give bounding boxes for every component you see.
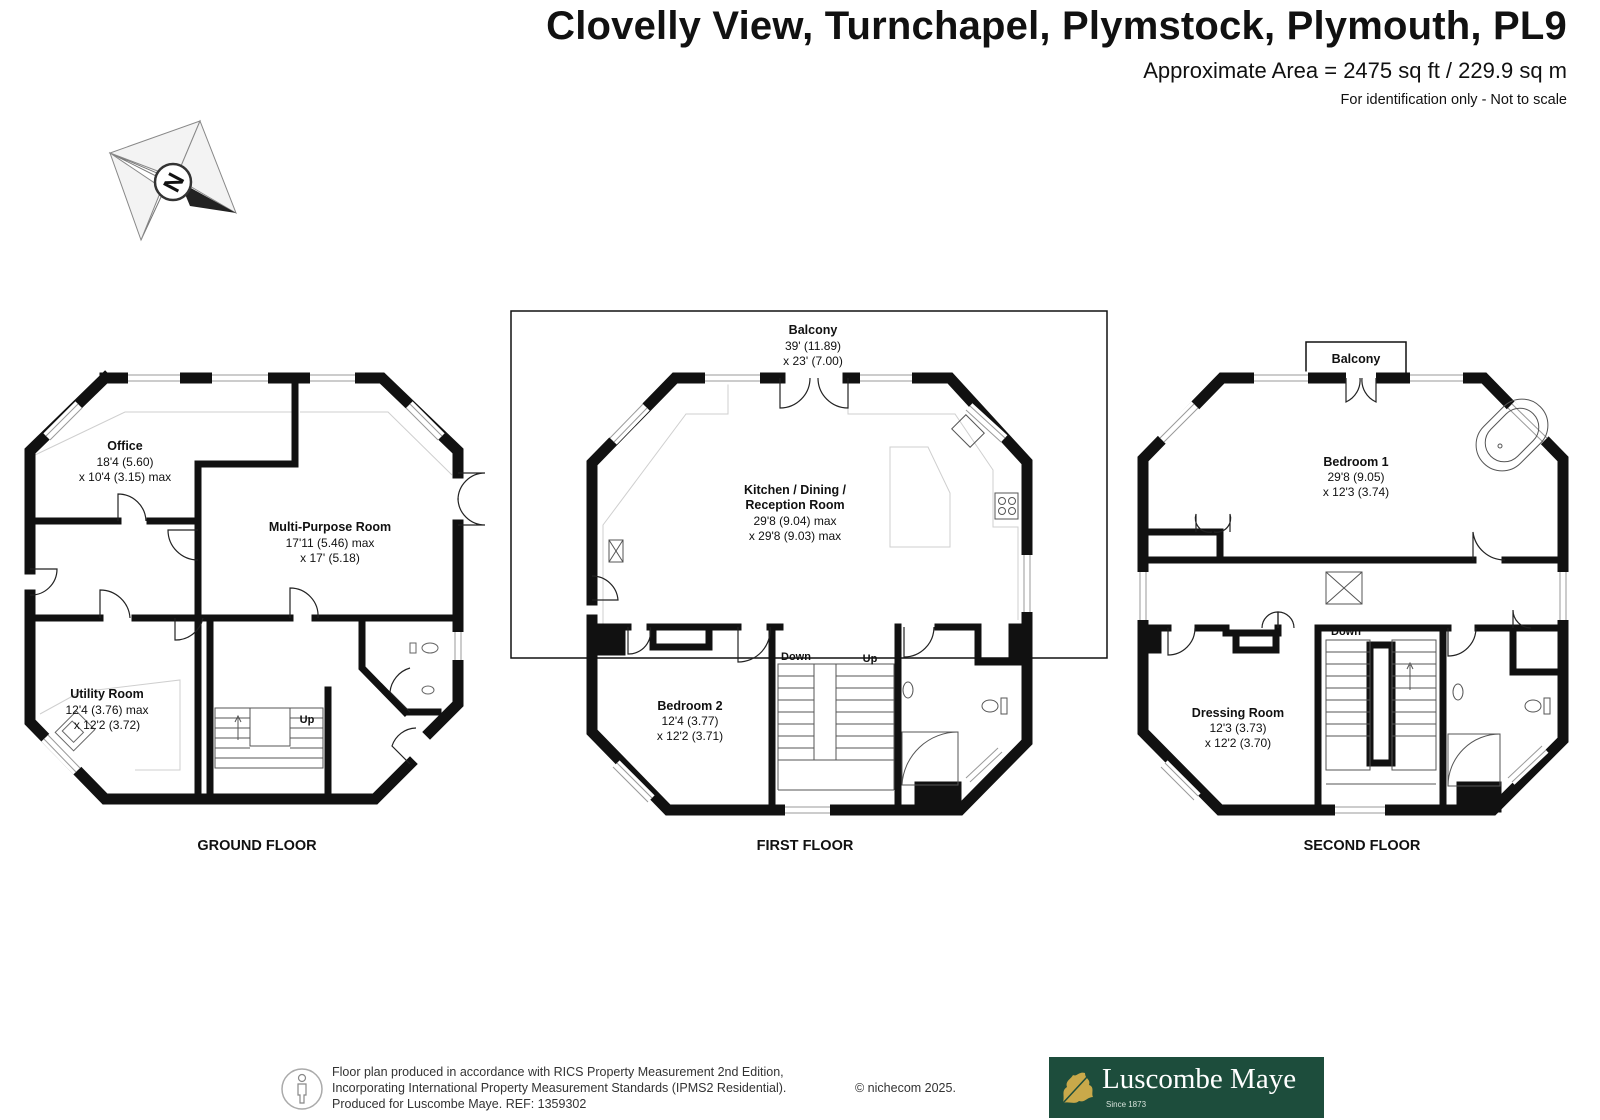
bedroom-2-dim-2: x 12'2 (3.71): [657, 729, 723, 743]
footer-line-1: Floor plan produced in accordance with R…: [332, 1065, 784, 1079]
agency-logo: Luscombe Maye Since 1873: [1049, 1057, 1324, 1118]
bedroom-1-dim-1: 29'8 (9.05): [1328, 470, 1385, 484]
first-stairs-up: Up: [863, 653, 878, 665]
bedroom-1-label: Bedroom 1: [1323, 455, 1388, 469]
second-floor-label: SECOND FLOOR: [1304, 838, 1421, 854]
first-floor-plan: [510, 310, 1108, 817]
dressing-room-dim-2: x 12'2 (3.70): [1205, 736, 1271, 750]
kitchen-label-2: Reception Room: [745, 498, 844, 512]
agency-name: Luscombe Maye: [1102, 1063, 1297, 1095]
multi-purpose-dim-1: 17'11 (5.46) max: [286, 536, 375, 550]
person-icon: [281, 1068, 323, 1110]
office-label: Office: [107, 439, 142, 453]
first-floor-label: FIRST FLOOR: [757, 838, 854, 854]
footer-line-3: Produced for Luscombe Maye. REF: 1359302: [332, 1097, 587, 1111]
dressing-room-dim-1: 12'3 (3.73): [1210, 721, 1267, 735]
page-title: Clovelly View, Turnchapel, Plymstock, Pl…: [546, 4, 1567, 48]
second-balcony-label: Balcony: [1332, 352, 1381, 366]
multi-purpose-dim-2: x 17' (5.18): [300, 551, 360, 565]
compass-icon: [108, 119, 237, 242]
bedroom-2-label: Bedroom 2: [657, 699, 722, 713]
first-balcony-dim-2: x 23' (7.00): [783, 354, 843, 368]
approximate-area: Approximate Area = 2475 sq ft / 229.9 sq…: [1143, 58, 1567, 83]
kitchen-dim-1: 29'8 (9.04) max: [754, 514, 837, 528]
kitchen-dim-2: x 29'8 (9.03) max: [749, 529, 841, 543]
second-floor-plan: [1136, 341, 1570, 817]
dressing-room-label: Dressing Room: [1192, 706, 1284, 720]
footer-line-2: Incorporating International Property Mea…: [332, 1081, 787, 1095]
multi-purpose-label: Multi-Purpose Room: [269, 520, 391, 534]
utility-label: Utility Room: [70, 687, 144, 701]
footer: Floor plan produced in accordance with R…: [280, 1064, 1000, 1120]
oak-leaf-icon: [1062, 1072, 1093, 1104]
first-balcony-label: Balcony: [789, 323, 838, 337]
office-dim-1: 18'4 (5.60): [97, 455, 154, 469]
first-stairs-down: Down: [781, 651, 811, 663]
ground-floor-plan: [24, 370, 486, 805]
agency-since: Since 1873: [1106, 1100, 1147, 1109]
second-stairs-down: Down: [1331, 626, 1361, 638]
ground-stairs-up: Up: [300, 714, 315, 726]
bedroom-2-dim-1: 12'4 (3.77): [662, 714, 719, 728]
office-dim-2: x 10'4 (3.15) max: [79, 470, 171, 484]
utility-dim-2: x 12'2 (3.72): [74, 718, 140, 732]
copyright: © nichecom 2025.: [855, 1081, 956, 1095]
first-balcony-dim-1: 39' (11.89): [785, 339, 841, 353]
utility-dim-1: 12'4 (3.76) max: [66, 703, 149, 717]
bedroom-1-dim-2: x 12'3 (3.74): [1323, 485, 1389, 499]
kitchen-label-1: Kitchen / Dining /: [744, 483, 847, 497]
ground-floor-label: GROUND FLOOR: [197, 838, 317, 854]
disclaimer: For identification only - Not to scale: [1340, 92, 1567, 108]
